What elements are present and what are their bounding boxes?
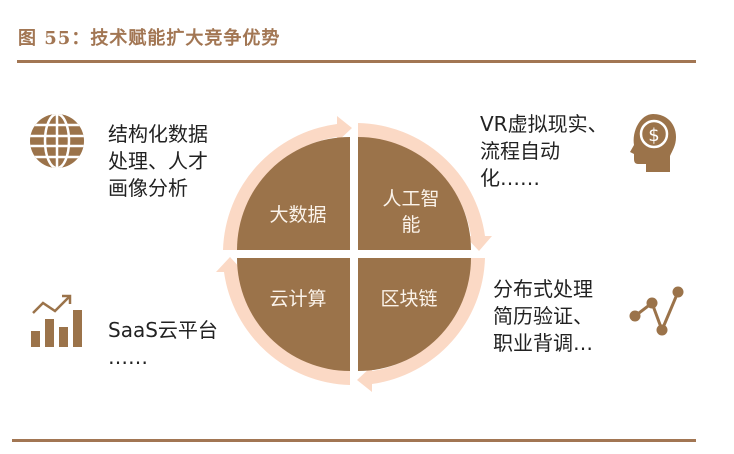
quadrant-top-left <box>237 137 350 250</box>
arrow-bottom-left <box>216 257 350 385</box>
quadrants <box>237 137 471 371</box>
arrow-top-left <box>223 116 352 250</box>
head-dollar-icon: $ <box>630 114 676 172</box>
figure-title: 图 55：技术赋能扩大竞争优势 <box>18 28 281 49</box>
svg-text:$: $ <box>648 125 659 146</box>
callout-text-top-right: VR虚拟现实、 流程自动 化…… <box>480 112 608 190</box>
quadrant-label-cloud: 云计算 <box>269 288 327 310</box>
quadrant-label-big-data: 大数据 <box>269 204 327 226</box>
callout-text-bottom-right: 分布式处理 简历验证、 职业背调… <box>493 277 593 355</box>
globe-icon <box>30 114 84 168</box>
quadrant-bottom-right <box>358 258 471 371</box>
bar-chart-growth-icon <box>31 294 82 347</box>
quadrant-bottom-left <box>237 258 350 371</box>
quadrant-top-right <box>358 137 471 250</box>
top-divider <box>17 60 696 63</box>
arrow-bottom-right <box>357 258 485 392</box>
bottom-divider <box>12 439 696 442</box>
callout-text-bottom-left: SaaS云平台 …… <box>108 318 218 369</box>
quadrant-label-blockchain: 区块链 <box>380 288 438 310</box>
line-nodes-icon <box>629 286 684 336</box>
quadrant-label-ai: 人工智 能 <box>382 188 440 236</box>
callout-text-top-left: 结构化数据 处理、人才 画像分析 <box>108 122 208 200</box>
cycle-ring <box>216 116 492 392</box>
arrow-top-right <box>358 123 492 251</box>
